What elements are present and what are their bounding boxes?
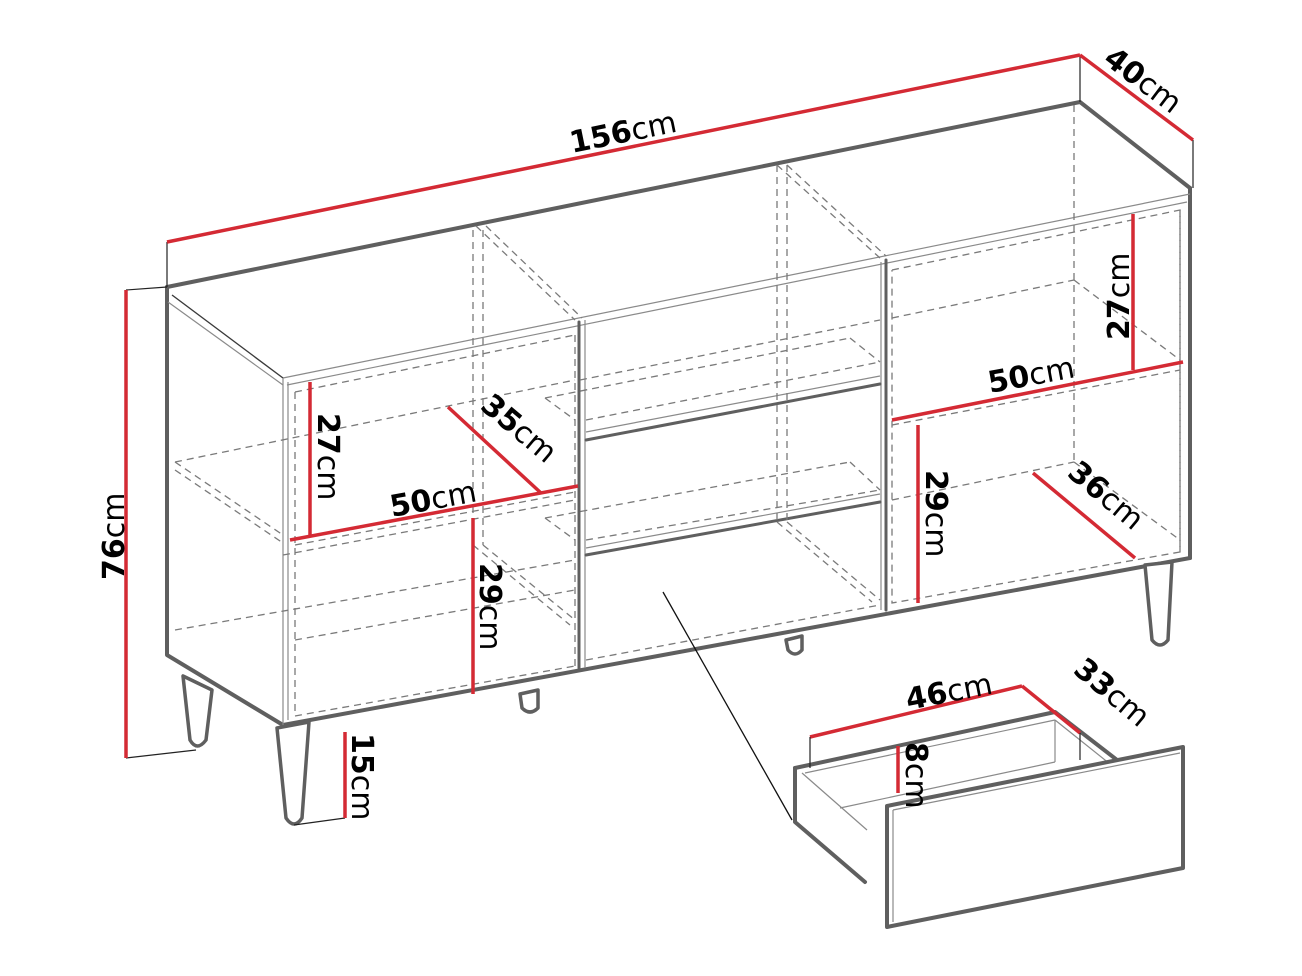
dim-line-left-shelf-width <box>289 484 579 542</box>
label-left-upper-height: 27cm <box>310 413 345 500</box>
dim-line-left-shelf-depth <box>446 405 543 495</box>
cabinet-bottom-edge <box>281 556 1192 727</box>
extension-lines <box>125 55 1194 826</box>
label-right-shelf-width: 50cm <box>985 351 1077 401</box>
label-drawer-width: 46cm <box>903 667 996 718</box>
cabinet <box>165 100 1192 727</box>
label-right-shelf-depth: 36cm <box>1061 454 1151 537</box>
label-drawer-depth: 33cm <box>1067 651 1157 734</box>
label-width: 156cm <box>567 105 680 161</box>
label-height: 76cm <box>97 493 132 580</box>
dim-line-width <box>166 53 1081 244</box>
label-left-shelf-depth: 35cm <box>474 387 564 470</box>
leg-left-back <box>181 674 214 748</box>
label-left-shelf-width: 50cm <box>387 475 479 525</box>
label-leg-height: 15cm <box>344 733 379 820</box>
label-drawer-height: 8cm <box>898 742 933 809</box>
label-left-lower-height: 29cm <box>472 563 507 650</box>
cabinet-left-side <box>165 285 285 727</box>
leg-left-front <box>275 720 311 826</box>
dim-line-depth <box>1078 53 1195 142</box>
leg-right-front <box>1143 560 1174 647</box>
dimension-lines <box>124 53 1195 818</box>
leg-middle-back-2 <box>784 634 804 656</box>
dim-line-drawer-depth <box>1020 684 1082 735</box>
dim-line-right-shelf-width <box>891 360 1184 422</box>
cabinet-top-back-edge <box>165 100 1192 289</box>
hidden-lines <box>174 105 1181 717</box>
label-right-lower-height: 29cm <box>918 470 953 557</box>
label-right-upper-height: 27cm <box>1102 253 1137 340</box>
legs <box>181 560 1174 826</box>
dim-line-right-shelf-depth <box>1031 471 1137 560</box>
dim-line-drawer-width <box>809 684 1023 739</box>
label-depth: 40cm <box>1097 40 1188 121</box>
leg-middle-back <box>518 688 540 714</box>
drawer <box>793 710 1185 929</box>
